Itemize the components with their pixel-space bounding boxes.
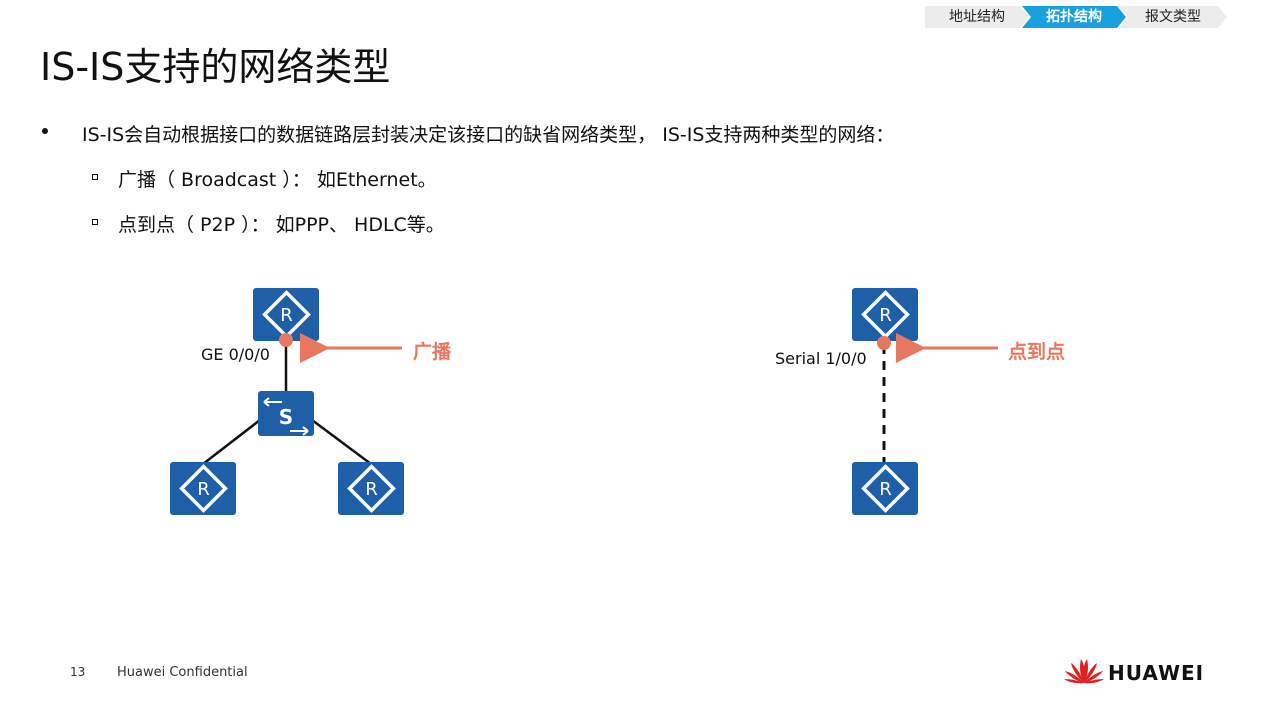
interface-dot-icon: [877, 336, 891, 350]
breadcrumb: 地址结构 拓扑结构 报文类型: [925, 6, 1227, 28]
router-icon[interactable]: [850, 286, 920, 343]
bullet-dot-icon: [42, 128, 48, 134]
bullet-main-text: IS-IS会自动根据接口的数据链路层封装决定该接口的缺省网络类型， IS-IS支…: [82, 124, 895, 146]
huawei-logo-icon: [1064, 659, 1104, 684]
interface-label-ge: GE 0/0/0: [201, 345, 270, 364]
confidential-label: Huawei Confidential: [117, 665, 248, 680]
interface-dot-icon: [279, 333, 293, 347]
brand-name: HUAWEI: [1108, 661, 1205, 685]
sub-bullet-text: 点到点（ P2P ）： 如PPP、 HDLC等。: [118, 214, 445, 236]
sub-bullet-text: 广播（ Broadcast ）： 如Ethernet。: [118, 169, 437, 191]
router-icon[interactable]: [168, 460, 238, 517]
callout-broadcast: 广播: [413, 341, 452, 363]
page-title: IS-IS支持的网络类型: [40, 45, 391, 89]
router-icon[interactable]: [336, 460, 406, 517]
svg-text:S: S: [279, 405, 293, 429]
interface-label-serial: Serial 1/0/0: [775, 349, 867, 368]
callout-p2p: 点到点: [1008, 341, 1066, 363]
breadcrumb-item-address-structure[interactable]: 地址结构: [925, 6, 1029, 28]
link-switch-router-left: [202, 419, 261, 465]
page-number: 13: [70, 665, 86, 679]
switch-icon[interactable]: S: [258, 391, 314, 436]
breadcrumb-item-packet-types[interactable]: 报文类型: [1119, 6, 1227, 28]
link-switch-router-right: [311, 418, 372, 466]
square-bullet-icon: [92, 174, 98, 180]
router-icon[interactable]: [850, 460, 920, 517]
square-bullet-icon: [92, 219, 98, 225]
breadcrumb-item-topology-active[interactable]: 拓扑结构: [1022, 6, 1126, 28]
